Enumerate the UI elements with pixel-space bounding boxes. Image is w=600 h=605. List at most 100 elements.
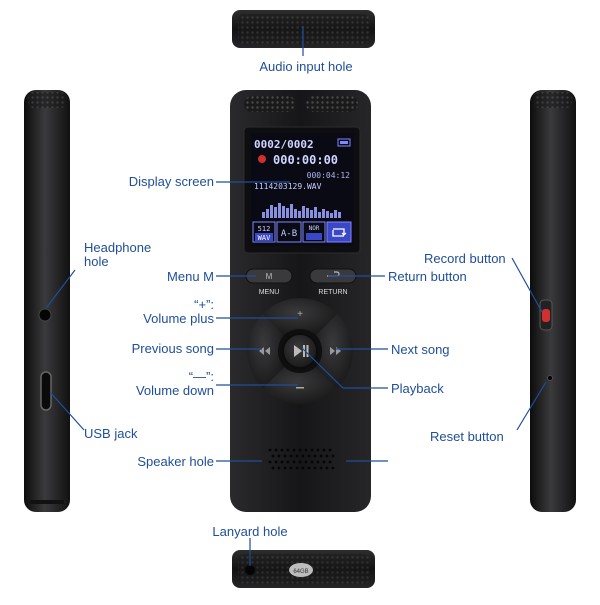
record-indicator-icon: [258, 155, 266, 163]
track-counter: 0002/0002: [254, 138, 314, 151]
speaker-hole-dot: [292, 448, 296, 452]
speaker-hole-dot: [304, 460, 308, 464]
total-time: 000:04:12: [307, 171, 351, 180]
label-volume-plus: “+”: Volume plus: [143, 297, 214, 326]
speaker-hole-dot: [274, 460, 278, 464]
battery-icon: [337, 138, 351, 147]
equalizer-bar: [286, 208, 289, 218]
label-usb-jack: USB jack: [84, 426, 138, 441]
speaker-hole-dot: [307, 454, 311, 458]
speaker-hole-dot: [277, 466, 281, 470]
label-display-screen: Display screen: [128, 174, 214, 189]
equalizer-bar: [318, 212, 321, 218]
reset-line: [516, 381, 547, 431]
speaker-hole-dot: [292, 460, 296, 464]
equalizer-bar: [302, 206, 305, 218]
mode-label: NOR: [309, 225, 320, 232]
equalizer-bar: [330, 213, 333, 218]
equalizer-bar: [334, 210, 337, 218]
return-key-label: RETURN: [318, 289, 347, 296]
speaker-hole-dot: [298, 460, 302, 464]
speaker-hole-dot: [331, 466, 335, 470]
label-volume-down: “—”: Volume down: [135, 369, 214, 398]
elapsed-time: 000:00:00: [273, 153, 338, 167]
playback-line: [301, 347, 388, 389]
equalizer-bar: [306, 208, 309, 218]
label-return-button: Return button: [388, 269, 467, 284]
usb-line: [49, 391, 85, 431]
speaker-hole-dot: [295, 454, 299, 458]
speaker-hole-dot: [283, 454, 287, 458]
label-lanyard-hole: Lanyard hole: [212, 524, 288, 539]
front-view: 0002/0002 000:00:00 000:04:12 1114203129…: [230, 90, 371, 512]
speaker-hole-dot: [316, 448, 320, 452]
speaker-hole-dot: [283, 466, 287, 470]
equalizer-bar: [326, 211, 329, 218]
speaker-hole-dot: [301, 454, 305, 458]
capacity-badge: [289, 563, 313, 577]
label-audio-input-hole: Audio input hole: [259, 59, 353, 74]
volume-plus-key: [263, 298, 337, 335]
right-side-view: [530, 90, 576, 512]
speaker-hole-dot: [289, 466, 293, 470]
label-menu-m: Menu M: [167, 269, 214, 284]
equalizer-bars: [262, 203, 341, 218]
play-icon: [294, 345, 302, 357]
speaker-grille: [268, 448, 335, 470]
left-side-view: [24, 90, 70, 512]
label-next-song: Next song: [391, 342, 450, 357]
speaker-hole-dot: [328, 460, 332, 464]
equalizer-bar: [266, 209, 269, 218]
speaker-hole-dot: [286, 448, 290, 452]
speaker-hole-dot: [307, 466, 311, 470]
speaker-hole-dot: [280, 460, 284, 464]
equalizer-bar: [310, 210, 313, 218]
label-playback: Playback: [391, 381, 444, 396]
mode-eq-icon: [306, 233, 322, 240]
equalizer-bar: [314, 207, 317, 218]
speaker-hole-dot: [304, 448, 308, 452]
leader-lines: [46, 26, 547, 566]
speaker-hole-dot: [268, 460, 272, 464]
label-previous-song: Previous song: [131, 341, 214, 356]
label-record-button: Record button: [424, 251, 506, 266]
headphone-hole-mark: [38, 308, 52, 322]
ab-label: A-B: [281, 229, 297, 239]
bitrate: 512: [258, 225, 271, 233]
menu-key-label: MENU: [259, 289, 280, 296]
volume-down-key: [263, 367, 337, 404]
speaker-hole-dot: [316, 460, 320, 464]
label-headphone-hole: Headphone hole: [84, 240, 152, 269]
format: WAV: [258, 234, 271, 242]
lanyard-hole-mark: [245, 565, 255, 575]
menu-key-glyph: M: [266, 272, 273, 281]
equalizer-bar: [294, 209, 297, 218]
speaker-hole-dot: [301, 466, 305, 470]
record-button-mark: [542, 309, 550, 322]
speaker-hole-dot: [289, 454, 293, 458]
usb-jack-mark: [40, 371, 52, 411]
speaker-hole-dot: [280, 448, 284, 452]
equalizer-bar: [338, 212, 341, 218]
plus-glyph: +: [297, 309, 303, 320]
equalizer-bar: [290, 204, 293, 218]
speaker-hole-dot: [277, 454, 281, 458]
speaker-hole-dot: [322, 448, 326, 452]
speaker-hole-dot: [319, 466, 323, 470]
speaker-hole-dot: [286, 460, 290, 464]
speaker-hole-dot: [271, 454, 275, 458]
speaker-hole-dot: [295, 466, 299, 470]
bottom-end-view: 64GB: [232, 550, 375, 588]
minus-glyph: [296, 387, 304, 389]
speaker-hole-dot: [310, 448, 314, 452]
reset-button-mark: [547, 375, 553, 381]
filename: 1114203129.WAV: [254, 182, 322, 191]
speaker-hole-dot: [328, 448, 332, 452]
speaker-hole-dot: [322, 460, 326, 464]
speaker-hole-dot: [331, 454, 335, 458]
headphone-line: [46, 269, 76, 308]
equalizer-bar: [274, 207, 277, 218]
equalizer-bar: [262, 212, 265, 218]
